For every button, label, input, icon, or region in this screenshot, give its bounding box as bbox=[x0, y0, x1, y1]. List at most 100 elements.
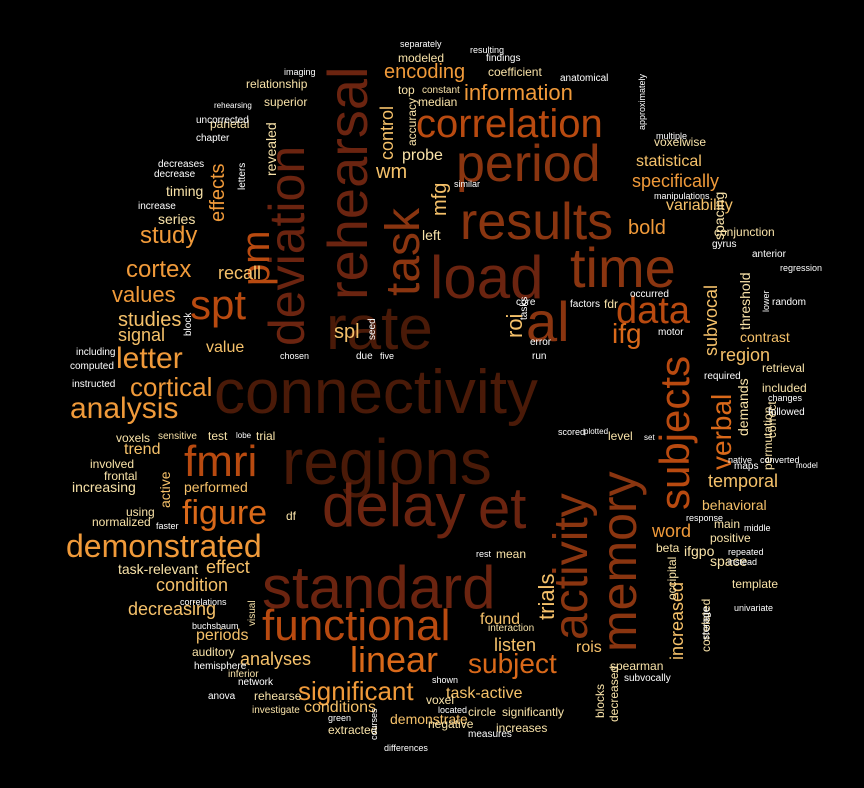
word-letter: letter bbox=[116, 342, 183, 375]
word-spearman: spearman bbox=[610, 659, 664, 673]
word-conjunction: conjunction bbox=[714, 225, 775, 239]
word-decreasing: decreasing bbox=[128, 599, 217, 619]
word-fmri: fmri bbox=[184, 437, 258, 486]
word-bold: bold bbox=[628, 217, 666, 239]
word-trial: trial bbox=[256, 429, 276, 443]
word-linear: linear bbox=[350, 639, 439, 680]
word-coefficient: coefficient bbox=[488, 65, 542, 79]
word-study: study bbox=[140, 222, 198, 249]
word-measures: measures bbox=[468, 729, 512, 740]
word-subjects: subjects bbox=[651, 355, 698, 510]
word-relationship: relationship bbox=[246, 77, 308, 91]
word-control: control bbox=[377, 105, 397, 160]
word-variability: variability bbox=[666, 197, 733, 214]
word-region: region bbox=[720, 345, 771, 365]
word-figure: figure bbox=[182, 494, 268, 532]
word-main: main bbox=[714, 517, 741, 531]
word-extracted: extracted bbox=[328, 723, 378, 737]
word-followed: followed bbox=[768, 407, 805, 418]
word-multiple: multiple bbox=[656, 131, 688, 141]
word-task: task bbox=[377, 207, 430, 296]
word-findings: findings bbox=[486, 53, 521, 64]
word-fdr: fdr bbox=[604, 297, 619, 311]
word-threshold: threshold bbox=[737, 272, 753, 330]
word-delay: delay bbox=[322, 472, 466, 539]
word-found: found bbox=[480, 611, 521, 628]
word-rehearsal: rehearsal bbox=[316, 66, 379, 300]
word-task-relevant: task-relevant bbox=[118, 561, 199, 577]
word-scored: scored bbox=[558, 427, 586, 437]
word-space: space bbox=[710, 553, 748, 569]
word-seed: seed bbox=[367, 318, 378, 340]
word-due: due bbox=[356, 351, 373, 362]
word-word: word bbox=[652, 521, 692, 541]
word-connectivity: connectivity bbox=[214, 358, 538, 427]
word-demands: demands bbox=[735, 378, 751, 436]
word-superior: superior bbox=[264, 95, 308, 109]
word-load: load bbox=[430, 244, 544, 311]
word-positive: positive bbox=[710, 531, 751, 545]
word-core: core bbox=[516, 297, 536, 308]
word-auditory: auditory bbox=[192, 645, 235, 659]
word-mean: mean bbox=[496, 547, 527, 561]
word-univariate: univariate bbox=[734, 603, 774, 613]
word-signal: signal bbox=[118, 325, 166, 345]
word-modeled: modeled bbox=[398, 51, 445, 65]
word-motor: motor bbox=[658, 327, 684, 338]
word-beta: beta bbox=[656, 541, 680, 555]
word-instructed: instructed bbox=[72, 379, 116, 390]
word-voxelwise: voxelwise bbox=[654, 135, 707, 149]
word-periods: periods bbox=[196, 627, 249, 644]
word-memory: memory bbox=[591, 471, 647, 652]
word-trials: trials bbox=[534, 573, 559, 620]
word-rest: rest bbox=[476, 549, 492, 559]
word-imaging: imaging bbox=[284, 67, 316, 77]
word-contrast: contrast bbox=[740, 329, 790, 345]
word-maps: maps bbox=[734, 461, 759, 472]
word-condition: condition bbox=[156, 575, 229, 595]
word-buchsbaum: buchsbaum bbox=[192, 621, 239, 631]
word-uncorrected: uncorrected bbox=[196, 115, 249, 126]
word-performed: performed bbox=[184, 479, 248, 495]
word-regions: regions bbox=[282, 426, 492, 498]
word-values: values bbox=[112, 282, 176, 307]
word-separately: separately bbox=[400, 39, 442, 49]
word-increases: increases bbox=[496, 721, 548, 735]
word-approximately: approximately bbox=[637, 73, 647, 130]
word-behavioral: behavioral bbox=[702, 497, 767, 513]
word-negative: negative bbox=[428, 717, 474, 731]
word-native: native bbox=[728, 455, 753, 465]
word-inferior: inferior bbox=[228, 669, 259, 680]
word-block: block bbox=[183, 312, 194, 336]
word-value: value bbox=[206, 339, 245, 356]
word-sensitive: sensitive bbox=[158, 431, 197, 442]
word-analyses: analyses bbox=[240, 649, 312, 669]
word-rate: rate bbox=[326, 294, 433, 363]
word-statistical: statistical bbox=[636, 153, 702, 170]
word-five: five bbox=[380, 351, 395, 361]
word-period: period bbox=[456, 135, 601, 193]
word-constant: constant bbox=[422, 85, 460, 96]
word-subvocally: subvocally bbox=[624, 673, 671, 684]
word-top: top bbox=[398, 83, 415, 97]
word-instead: instead bbox=[728, 557, 758, 567]
word-circle: circle bbox=[468, 705, 497, 719]
word-temporal: temporal bbox=[708, 471, 779, 491]
word-increase: increase bbox=[138, 201, 176, 212]
word-series: series bbox=[158, 211, 196, 227]
word-included: included bbox=[762, 381, 807, 395]
word-template: template bbox=[732, 577, 779, 591]
word-lower: lower bbox=[761, 290, 771, 312]
word-studies: studies bbox=[118, 309, 182, 331]
word-investigate: investigate bbox=[252, 705, 300, 716]
word-subject: subject bbox=[468, 648, 557, 679]
word-voxels: voxels bbox=[116, 431, 151, 445]
word-decreased: decreased bbox=[607, 665, 621, 722]
word-factors: factors bbox=[570, 299, 601, 310]
word-effect: effect bbox=[206, 557, 250, 577]
word-df: df bbox=[286, 509, 297, 523]
word-active: active bbox=[157, 471, 173, 508]
word-interaction: interaction bbox=[488, 623, 535, 634]
word-chapter: chapter bbox=[196, 133, 230, 144]
